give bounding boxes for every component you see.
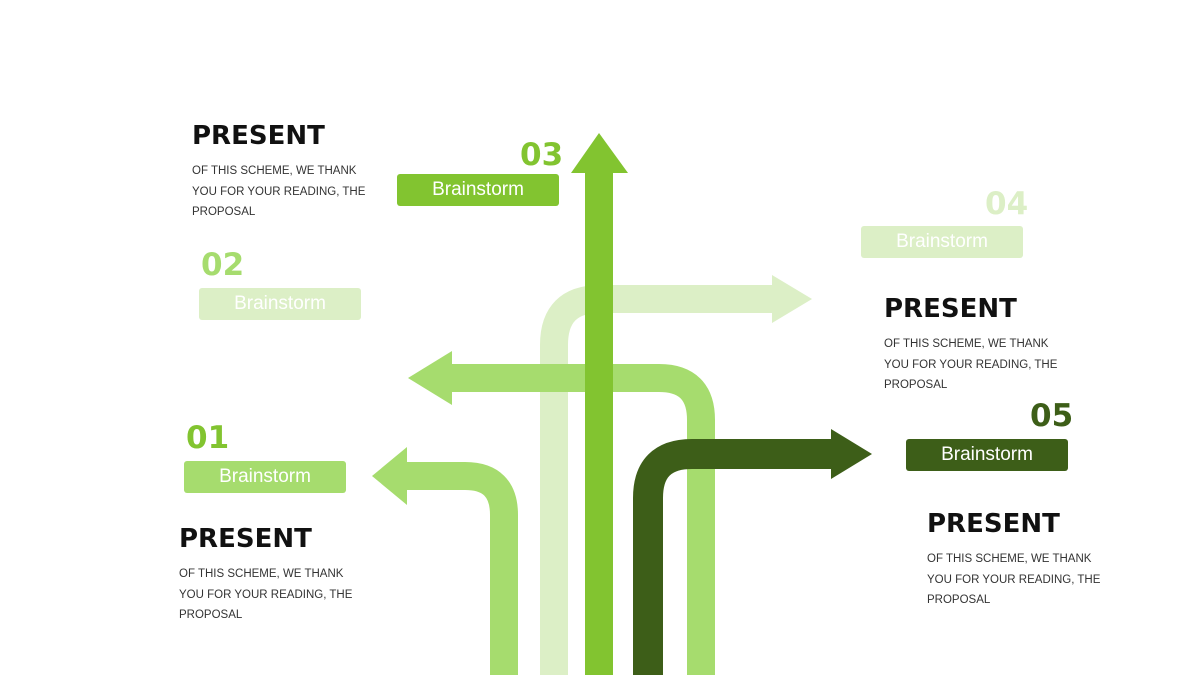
arrow-02: [440, 364, 715, 675]
arrow-05-head: [831, 429, 872, 479]
step-05-description: OF THIS SCHEME, WE THANK YOU FOR YOUR RE…: [927, 553, 1101, 606]
step-04-heading: PRESENT: [884, 294, 1017, 324]
arrow-02-head: [408, 351, 452, 405]
step-01-description: OF THIS SCHEME, WE THANK YOU FOR YOUR RE…: [179, 568, 353, 621]
step-05-number: 05: [1030, 398, 1074, 434]
step-02-number: 02: [201, 247, 245, 283]
step-04-number: 04: [985, 186, 1029, 222]
step-03-number: 03: [520, 137, 564, 173]
arrow-01: [400, 462, 518, 675]
step-01-number: 01: [186, 420, 230, 456]
step-01-heading: PRESENT: [179, 524, 312, 554]
step-04-description: OF THIS SCHEME, WE THANK YOU FOR YOUR RE…: [884, 338, 1058, 391]
step-05-label: Brainstorm: [906, 439, 1068, 471]
step-03-label: Brainstorm: [397, 174, 559, 206]
arrow-04-head: [772, 275, 812, 323]
step-03-heading: PRESENT: [192, 121, 325, 151]
step-01-label: Brainstorm: [184, 461, 346, 493]
step-04-label: Brainstorm: [861, 226, 1023, 258]
step-02-label: Brainstorm: [199, 288, 361, 320]
step-03-description: OF THIS SCHEME, WE THANK YOU FOR YOUR RE…: [192, 165, 366, 218]
arrow-05: [633, 439, 840, 675]
arrow-01-head: [372, 447, 407, 505]
arrow-03-head: [571, 133, 628, 173]
step-05-heading: PRESENT: [927, 509, 1060, 539]
